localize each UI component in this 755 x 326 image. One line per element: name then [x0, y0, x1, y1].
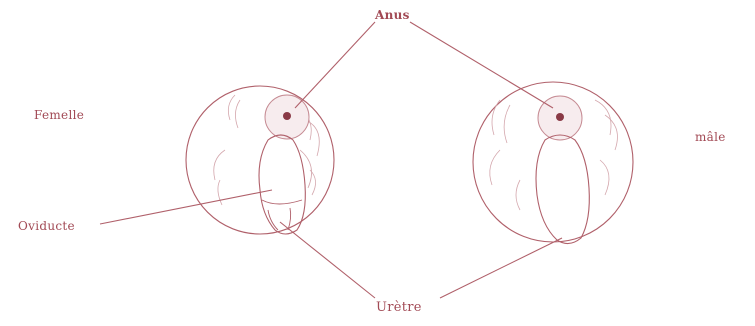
leader-uretre-female — [280, 222, 375, 298]
female-oviduct-fold — [262, 200, 302, 204]
female-oviduct-body — [259, 135, 305, 234]
female-urethra-fold — [268, 208, 291, 230]
leader-uretre-male — [440, 238, 562, 298]
leader-anus-female — [295, 22, 375, 108]
label-male: mâle — [695, 130, 726, 144]
female-anus-dot — [283, 112, 291, 120]
label-femelle: Femelle — [34, 108, 84, 122]
male-urethra-body — [536, 135, 589, 244]
leader-anus-male — [410, 22, 553, 108]
female-specimen — [186, 86, 334, 234]
label-anus: Anus — [375, 8, 410, 22]
male-specimen — [473, 82, 633, 244]
male-anus-dot — [556, 113, 564, 121]
label-oviducte: Oviducte — [18, 219, 75, 233]
leader-oviducte — [100, 190, 272, 224]
label-uretre: Urètre — [376, 300, 422, 315]
